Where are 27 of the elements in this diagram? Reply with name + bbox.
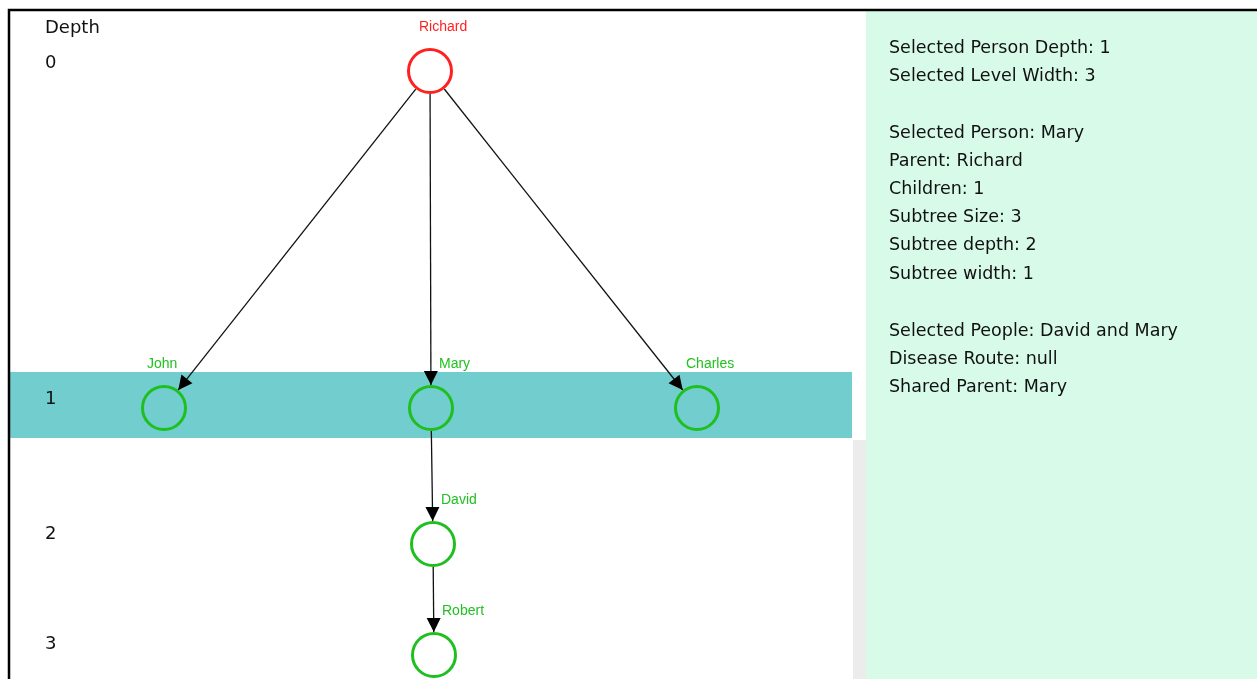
info-text: Subtree Size: 3: [889, 205, 1022, 227]
person-name: Richard: [419, 18, 468, 34]
depth-number: 3: [45, 632, 57, 654]
info-text: Disease Route: null: [889, 347, 1058, 369]
arrow: [443, 88, 684, 391]
person-name: John: [147, 355, 178, 371]
info-text: Selected People: David and Mary: [889, 319, 1178, 341]
info-text: Selected Person Depth: 1: [889, 36, 1111, 58]
info-text: Selected Level Width: 3: [889, 64, 1096, 86]
depth-number: 2: [45, 522, 57, 544]
depth-number: 1: [45, 387, 57, 409]
axis-title: Depth: [45, 16, 100, 38]
info-text: Subtree width: 1: [889, 262, 1034, 284]
info-text: Parent: Richard: [889, 149, 1023, 171]
arrow: [425, 430, 440, 522]
arrow: [177, 88, 417, 391]
arrow: [423, 93, 438, 386]
info-text: Subtree depth: 2: [889, 233, 1037, 255]
arrow: [426, 566, 441, 633]
person-name: Charles: [686, 355, 735, 371]
info-text: Selected Person: Mary: [889, 121, 1085, 143]
info-text: Children: 1: [889, 177, 985, 199]
person-name: Mary: [439, 355, 471, 371]
person-name: Robert: [442, 602, 485, 618]
person-name: David: [441, 491, 477, 507]
info-text: Shared Parent: Mary: [889, 375, 1068, 397]
depth-number: 0: [45, 51, 57, 73]
